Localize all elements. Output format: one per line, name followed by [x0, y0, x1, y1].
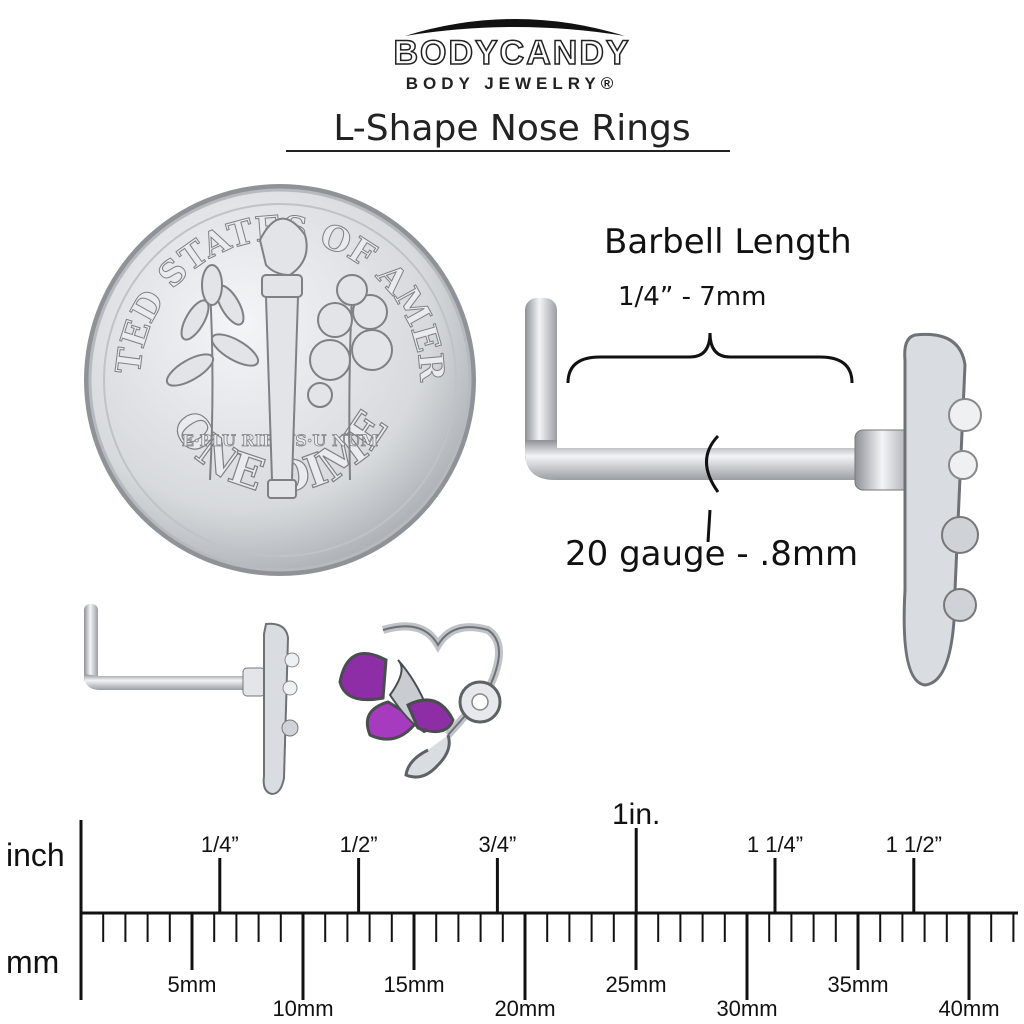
title-underline — [286, 150, 730, 152]
mm-tick-label: 20mm — [494, 996, 555, 1021]
oak-branch-icon — [307, 274, 393, 481]
torch-icon — [258, 217, 308, 499]
mm-tick-label: 5mm — [168, 972, 217, 997]
small-nose-ring-side — [84, 604, 300, 796]
mm-tick-label: 35mm — [827, 972, 888, 997]
gauge-label: 20 gauge - .8mm — [565, 534, 859, 574]
mm-axis-label: mm — [6, 944, 59, 980]
mm-tick-label: 15mm — [383, 972, 444, 997]
mm-tick-label: 40mm — [938, 996, 999, 1021]
butterfly-icon — [338, 652, 455, 741]
inch-tick-label: 1/4” — [201, 832, 239, 857]
length-bracket — [566, 332, 854, 384]
butterfly-heart-nose-ring — [338, 622, 503, 779]
barbell-length-title: Barbell Length — [604, 222, 852, 262]
olive-branch-icon — [165, 264, 260, 481]
dime-coin: UNITED STATES OF AMERICA ONE DIME E·PLU … — [80, 180, 476, 576]
mm-tick-label: 10mm — [272, 996, 333, 1021]
inch-tick-label: 1/2” — [340, 832, 378, 857]
page-title: L-Shape Nose Rings — [333, 108, 691, 149]
inch-tick-label: 1in. — [612, 800, 660, 831]
inch-tick-label: 1 1/4” — [747, 832, 803, 857]
inch-tick-label: 3/4” — [478, 832, 516, 857]
mm-tick-label: 30mm — [716, 996, 777, 1021]
measurement-ruler: inch mm 1/4” 1/2” 3/4” 1in. 1 1/4” 1 1/2” 5mm… — [6, 800, 1018, 1021]
inch-tick-label: 1 1/2” — [886, 832, 942, 857]
rose-icon — [458, 680, 502, 724]
brand-logo-text: BODYCANDY — [393, 33, 631, 73]
inch-axis-label: inch — [6, 837, 65, 873]
large-nose-ring — [525, 298, 982, 687]
gauge-marker — [705, 434, 720, 543]
barbell-length-value: 1/4” - 7mm — [618, 282, 767, 312]
brand-tagline: BODY JEWELRY® — [405, 74, 619, 93]
mm-tick-label: 25mm — [605, 972, 666, 997]
logo-arc — [405, 19, 625, 36]
